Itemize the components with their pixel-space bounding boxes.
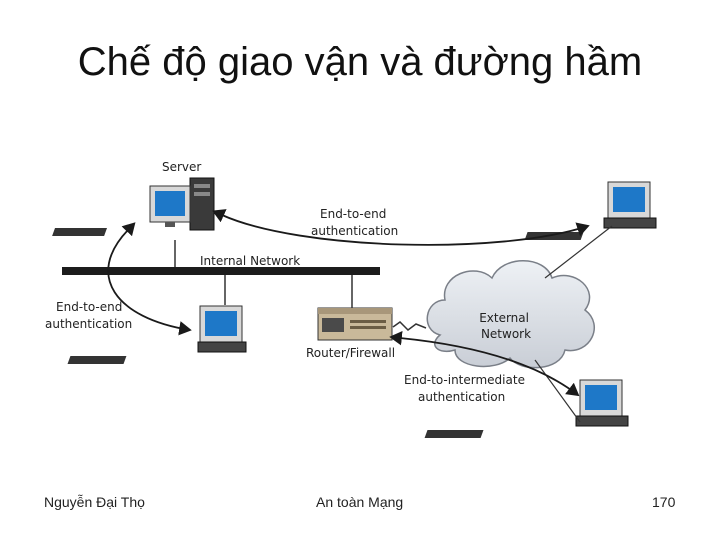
slide-title: Chế độ giao vận và đường hầm <box>77 40 643 84</box>
end-to-end-left-label: End-to-end authentication <box>45 300 132 331</box>
footer-course: An toàn Mạng <box>316 494 404 510</box>
internal-network-bus <box>62 240 380 308</box>
end-to-intermediate-label: End-to-intermediate authentication <box>404 373 529 404</box>
end-to-end-top-label: End-to-end authentication <box>311 207 398 238</box>
server-computer <box>52 177 215 236</box>
server-label: Server <box>162 160 201 174</box>
router-firewall-label: Router/Firewall <box>306 346 395 360</box>
remote-computer-top <box>524 181 657 240</box>
arrow-end-to-end-top <box>212 209 590 246</box>
internal-network-label: Internal Network <box>200 254 300 268</box>
router-firewall <box>317 307 427 341</box>
arrow-end-to-intermediate <box>389 331 580 397</box>
footer-page-number: 170 <box>652 494 676 510</box>
remote-computer-bottom <box>424 379 629 438</box>
internal-workstation <box>67 305 247 364</box>
cloud-link-top <box>544 225 613 279</box>
footer-author: Nguyễn Đại Thọ <box>44 494 145 510</box>
arrow-end-to-end-left <box>107 222 192 336</box>
